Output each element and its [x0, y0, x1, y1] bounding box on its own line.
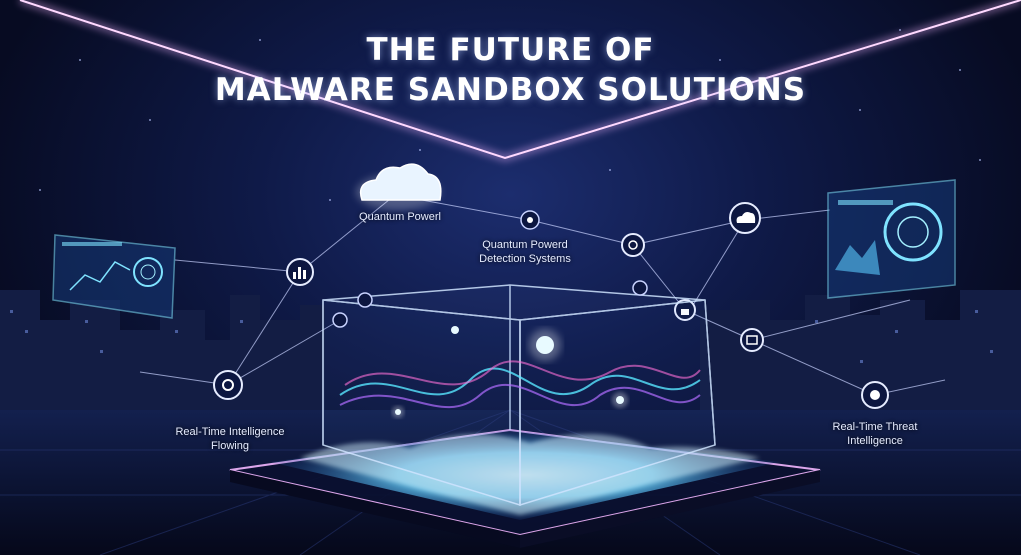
right-dashboard-panel: [827, 179, 956, 299]
neon-chevron: [19, 0, 1021, 162]
network-icon: [621, 233, 645, 257]
virus-orbs: [392, 326, 628, 418]
settings-icon: [740, 328, 764, 352]
label-left: Real-Time Intelligence Flowing: [155, 425, 305, 453]
label-center-line2: Detection Systems: [479, 253, 571, 265]
label-right: Real-Time Threat Intelligence: [815, 420, 935, 448]
gear-icon: [213, 370, 243, 400]
sandbox-platform: [229, 428, 821, 548]
cloud-icon: [356, 163, 442, 210]
label-center-line1: Quantum Powerd: [482, 239, 568, 251]
left-dashboard-panel: [52, 234, 176, 319]
cloud-node-icon: [729, 202, 761, 234]
hero-title-line2: MALWARE SANDBOX SOLUTIONS: [214, 72, 807, 108]
label-left-line1: Real-Time Intelligence: [175, 426, 285, 438]
ai-chip-icon: [520, 210, 540, 230]
chart-icon: [286, 258, 314, 286]
data-waves: [339, 360, 701, 409]
label-right-line1: Real-Time Threat: [832, 421, 918, 433]
shield-icon: [861, 381, 889, 409]
small-nodes: [332, 280, 648, 328]
label-left-line2: Flowing: [211, 440, 249, 452]
label-cloud: Quantum Powerl: [359, 211, 441, 223]
label-center: Quantum Powerd Detection Systems: [450, 238, 600, 266]
lock-icon: [674, 299, 696, 321]
hero-title-line1: THE FUTURE OF: [366, 32, 655, 68]
stars: [39, 29, 981, 201]
label-right-line2: Intelligence: [847, 435, 903, 447]
